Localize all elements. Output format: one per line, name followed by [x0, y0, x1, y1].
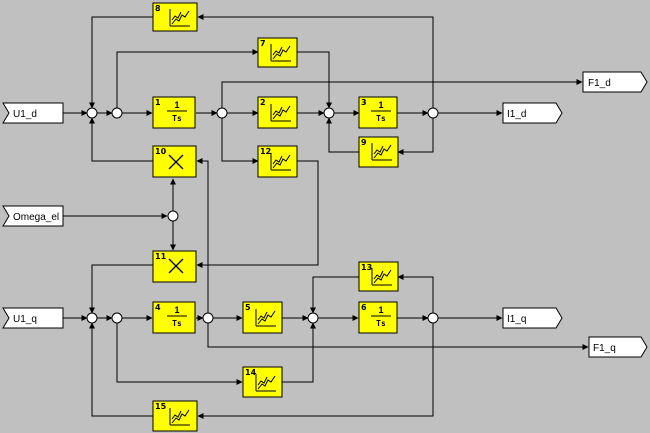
integrator-denominator: Ts — [376, 319, 386, 328]
characteristic-block-7[interactable]: 7 — [257, 37, 298, 68]
input-port-label: U1_d — [13, 109, 37, 120]
block-number: 11 — [155, 252, 167, 261]
integrator-numerator: 1 — [174, 100, 179, 110]
block-number: 8 — [155, 4, 161, 13]
integrator-numerator: 1 — [378, 305, 383, 315]
branch-node-omega — [167, 210, 179, 222]
integrator-denominator: Ts — [172, 114, 182, 123]
output-port-i1q[interactable]: I1_q — [502, 307, 563, 329]
integrator-block-6[interactable]: 6 1 Ts — [358, 301, 398, 334]
signal-wires — [63, 14, 589, 419]
block-number: 13 — [361, 263, 372, 272]
input-port-omega[interactable]: Omega_el — [2, 205, 64, 227]
input-port-u1q[interactable]: U1_q — [2, 307, 64, 329]
multiplier-block-10[interactable]: 10 — [152, 145, 197, 178]
integrator-denominator: Ts — [172, 319, 182, 328]
output-port-label: I1_d — [507, 109, 526, 120]
integrator-block-3[interactable]: 3 1 Ts — [358, 96, 398, 129]
integrator-block-1[interactable]: 1 1 Ts — [152, 96, 196, 129]
output-port-f1d[interactable]: F1_d — [582, 71, 648, 93]
input-port-label: Omega_el — [13, 212, 59, 223]
sum-node-d2 — [111, 107, 123, 119]
branch-node-d3 — [216, 107, 228, 119]
sum-node-q1 — [86, 312, 98, 324]
multiplier-block-11[interactable]: 11 — [152, 250, 197, 283]
summing-nodes — [86, 107, 439, 324]
integrator-numerator: 1 — [378, 100, 383, 110]
characteristic-block-14[interactable]: 14 — [242, 366, 283, 398]
branch-node-q5 — [427, 312, 439, 324]
block-number: 6 — [361, 303, 367, 312]
block-number: 3 — [361, 98, 367, 107]
block-number: 15 — [155, 402, 167, 411]
block-number: 10 — [155, 147, 167, 156]
output-port-label: I1_q — [507, 314, 526, 325]
block-number: 4 — [155, 303, 161, 312]
block-number: 5 — [245, 303, 251, 312]
block-number: 12 — [260, 147, 271, 156]
branch-node-q3 — [202, 312, 214, 324]
output-port-i1d[interactable]: I1_d — [502, 102, 563, 124]
block-number: 14 — [245, 368, 257, 377]
characteristic-block-2[interactable]: 2 — [257, 96, 298, 129]
sum-node-d4 — [323, 107, 335, 119]
characteristic-block-15[interactable]: 15 — [152, 400, 198, 432]
characteristic-block-13[interactable]: 13 — [358, 261, 399, 292]
output-port-label: F1_d — [588, 78, 611, 89]
sum-node-q2 — [111, 312, 123, 324]
multiply-icon — [168, 154, 184, 170]
sum-node-d1 — [86, 107, 98, 119]
block-number: 9 — [361, 138, 367, 147]
integrator-numerator: 1 — [174, 305, 179, 315]
block-number: 2 — [260, 98, 266, 107]
sum-node-q4 — [307, 312, 319, 324]
characteristic-block-5[interactable]: 5 — [242, 301, 283, 334]
integrator-denominator: Ts — [376, 114, 386, 123]
branch-node-d5 — [427, 107, 439, 119]
output-port-label: F1_q — [593, 343, 616, 354]
integrator-block-4[interactable]: 4 1 Ts — [152, 301, 196, 334]
multiply-icon — [168, 258, 184, 274]
characteristic-block-12[interactable]: 12 — [257, 145, 298, 178]
output-port-f1q[interactable]: F1_q — [588, 336, 648, 358]
block-number: 7 — [260, 39, 266, 48]
characteristic-block-8[interactable]: 8 — [152, 2, 198, 32]
characteristic-block-9[interactable]: 9 — [358, 136, 399, 168]
input-port-u1d[interactable]: U1_d — [2, 102, 64, 124]
block-number: 1 — [155, 98, 161, 107]
input-port-label: U1_q — [13, 314, 37, 325]
